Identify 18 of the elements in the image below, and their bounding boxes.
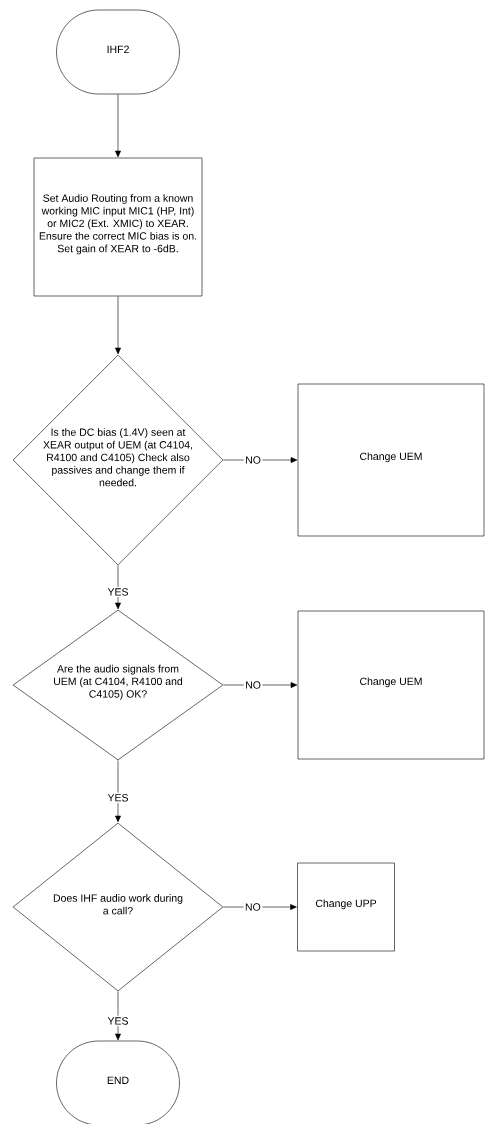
arrow [115, 760, 121, 823]
process-box: Change UPP [297, 862, 395, 952]
process-box: Set Audio Routing from a known working MIC input MIC1 (HP, Int) or MIC2 (Ext. XMIC) to XEAR. Ensure the correct MIC bias is on. Set gain of XEAR to -6dB. [33, 157, 203, 297]
edge-label: NO [243, 454, 263, 466]
process-box: Change UEM [297, 610, 485, 760]
arrow [223, 904, 297, 910]
edge-label: YES [106, 792, 130, 803]
arrow [115, 565, 121, 610]
process-box: Change UEM [297, 383, 485, 537]
edge-label: NO [243, 901, 263, 913]
edge-label: YES [106, 586, 130, 598]
arrow [115, 94, 121, 158]
edge-label: NO [243, 679, 263, 691]
arrow [223, 682, 298, 688]
arrow [115, 991, 121, 1041]
arrow [115, 296, 121, 355]
edge-label: YES [106, 1015, 130, 1027]
arrow [223, 457, 298, 463]
